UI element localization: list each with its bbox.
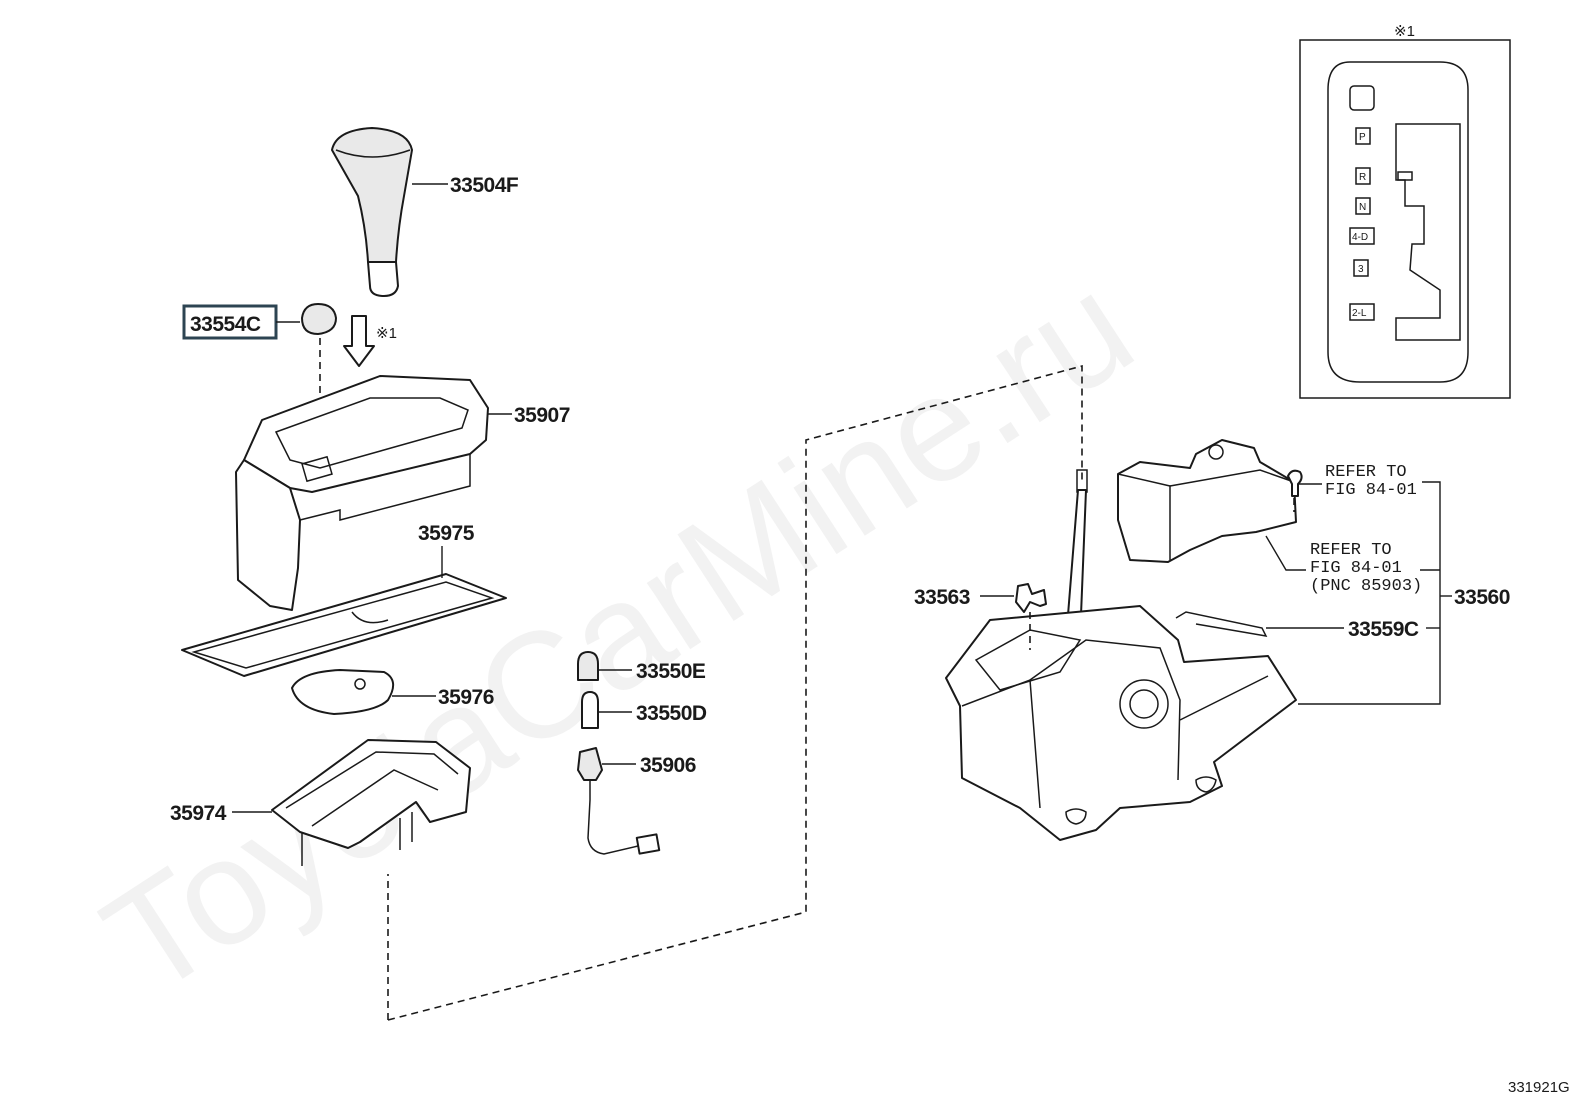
bezel-edge	[299, 454, 471, 521]
gate-label-p: P	[1359, 132, 1366, 143]
bulb-33550E	[577, 651, 599, 681]
solenoid-body	[1117, 439, 1297, 563]
socket-connector	[635, 833, 661, 855]
ref2-line2: FIG 84-01	[1310, 559, 1402, 578]
label-33563: 33563	[914, 586, 970, 609]
bracket-top-edge	[1029, 639, 1181, 781]
clip-33563	[1015, 583, 1047, 613]
bezel-gate-outline	[274, 397, 469, 469]
ref2-line1: REFER TO	[1310, 541, 1392, 560]
gate-label-n: N	[1359, 202, 1366, 213]
gate-label-4d: 4-D	[1352, 232, 1368, 243]
knob-body	[331, 127, 413, 263]
shift-gate-inset: ※1 P R N 4-D 3 2-L	[1299, 23, 1511, 399]
bracket-mount-hole-2	[1195, 776, 1217, 793]
label-35906: 35906	[640, 754, 696, 777]
inset-gate-slot	[1395, 123, 1461, 341]
indicator-housing	[271, 739, 471, 866]
inset-title: ※1	[1394, 23, 1415, 40]
ref2-line3: (PNC 85903)	[1310, 577, 1422, 596]
bulb-33550D	[581, 691, 599, 729]
rod-33559C	[1175, 611, 1268, 637]
label-35975: 35975	[418, 522, 475, 545]
label-33554C[interactable]: 33554C	[190, 313, 261, 336]
shift-lever-assembly	[945, 469, 1297, 841]
slide-plate	[181, 573, 507, 677]
ref1-line1: REFER TO	[1325, 463, 1407, 482]
gate-label-3: 3	[1358, 264, 1364, 275]
gate-label-2l: 2-L	[1352, 308, 1367, 319]
cap-33554C	[301, 303, 337, 335]
label-33550D: 33550D	[636, 702, 707, 725]
bracket-bore-inner	[1129, 689, 1159, 719]
socket-wire	[587, 799, 639, 855]
label-33559C: 33559C	[1348, 618, 1419, 641]
bracket-mount-hole-1	[1065, 808, 1087, 825]
label-33560: 33560	[1454, 586, 1510, 609]
inset-bezel-outline	[1327, 61, 1469, 383]
gate-position-labels: P R N 4-D 3 2-L	[1349, 127, 1413, 321]
socket-35906	[577, 747, 603, 781]
diagram-id: 331921G	[1508, 1079, 1570, 1096]
shift-lock-solenoid	[1117, 439, 1297, 563]
shift-bezel	[235, 375, 489, 611]
inset-frame	[1299, 39, 1511, 399]
slide-plate-inner	[191, 581, 495, 669]
bracket-bore	[1119, 679, 1169, 729]
leader-ref2	[1265, 535, 1306, 571]
indicator-plate-hole	[354, 678, 366, 690]
label-33550E: 33550E	[636, 660, 706, 683]
housing-top-rib	[285, 751, 459, 809]
bracket-33560	[1298, 481, 1441, 705]
bezel-top	[243, 375, 489, 493]
inset-button-icon	[1349, 85, 1375, 111]
housing-body	[271, 739, 471, 849]
bracket-arm	[1179, 675, 1269, 721]
bezel-indicator	[301, 455, 333, 483]
label-35976: 35976	[438, 686, 494, 709]
lever-bracket-body	[945, 605, 1297, 841]
indicator-plate	[291, 669, 395, 715]
slide-plate-slot	[351, 611, 389, 624]
shift-knob	[331, 127, 413, 297]
bezel-side	[235, 459, 301, 611]
arrow-note: ※1	[376, 325, 397, 342]
solenoid-top-edge	[1169, 469, 1295, 487]
knob-collar	[367, 261, 399, 297]
housing-mid-rib	[311, 769, 439, 827]
knob-top-edge	[335, 149, 411, 158]
label-35974: 35974	[170, 802, 227, 825]
label-35907: 35907	[514, 404, 570, 427]
bracket-detent-grid	[974, 629, 1082, 691]
dash-assembly-outline	[387, 364, 1083, 1021]
down-arrow-icon	[343, 315, 375, 367]
solenoid-pivot	[1208, 444, 1224, 460]
ref1-line2: FIG 84-01	[1325, 481, 1417, 500]
gate-label-r: R	[1359, 172, 1366, 183]
label-33504F: 33504F	[450, 174, 519, 197]
